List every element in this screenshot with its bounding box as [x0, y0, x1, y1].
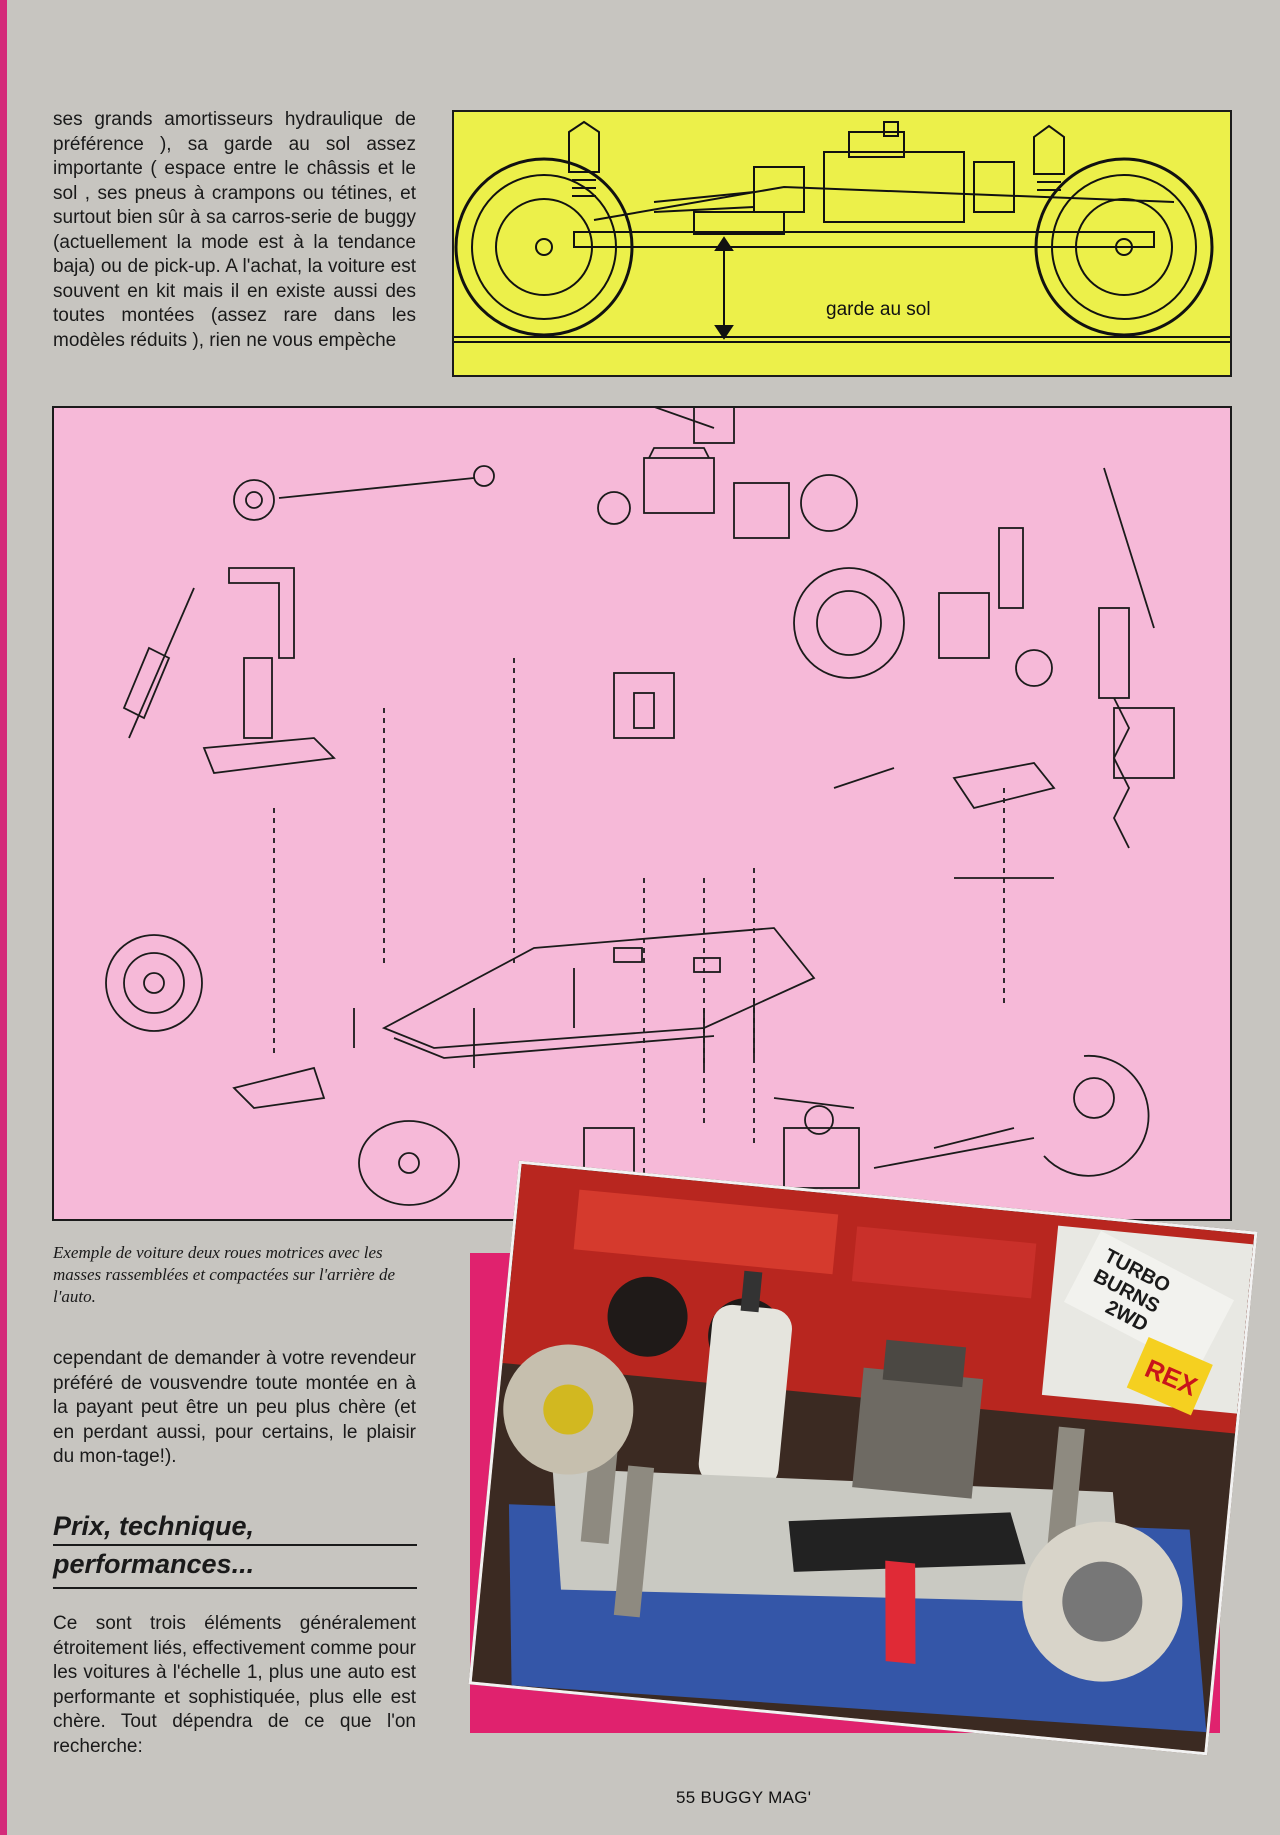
heading-rule-top	[53, 1544, 417, 1546]
exploded-view-diagram	[52, 406, 1232, 1221]
article-paragraph-1: ses grands amortisseurs hydraulique de p…	[53, 108, 416, 353]
article-paragraph-2: cependant de demander à votre revendeur …	[53, 1347, 416, 1470]
exploded-parts-drawing	[105, 408, 1175, 1206]
section-heading-line-2: performances...	[53, 1549, 255, 1579]
article-paragraph-3: Ce sont trois éléments généralement étro…	[53, 1612, 416, 1759]
heading-rule-bottom	[53, 1587, 417, 1589]
paragraph-1-text: ses grands amortisseurs hydraulique de p…	[53, 109, 416, 351]
buggy-photo: TURBO BURNS 2WD REX	[468, 1160, 1258, 1756]
paragraph-3-text: Ce sont trois éléments généralement étro…	[53, 1613, 416, 1757]
page-footer: 55 BUGGY MAG'	[676, 1788, 812, 1807]
page-edge-stripe	[0, 0, 7, 1835]
diagram-caption: Exemple de voiture deux roues motrices a…	[53, 1243, 396, 1306]
ground-clearance-label: garde au sol	[826, 299, 931, 320]
paragraph-2-text: cependant de demander à votre revendeur …	[53, 1348, 416, 1467]
section-heading-line-1: Prix, technique,	[53, 1511, 255, 1541]
ground-clearance-diagram: garde au sol	[452, 110, 1232, 377]
buggy-side-view-drawing	[454, 120, 1230, 343]
buggy-photo-illustration: TURBO BURNS 2WD REX	[471, 1163, 1255, 1753]
